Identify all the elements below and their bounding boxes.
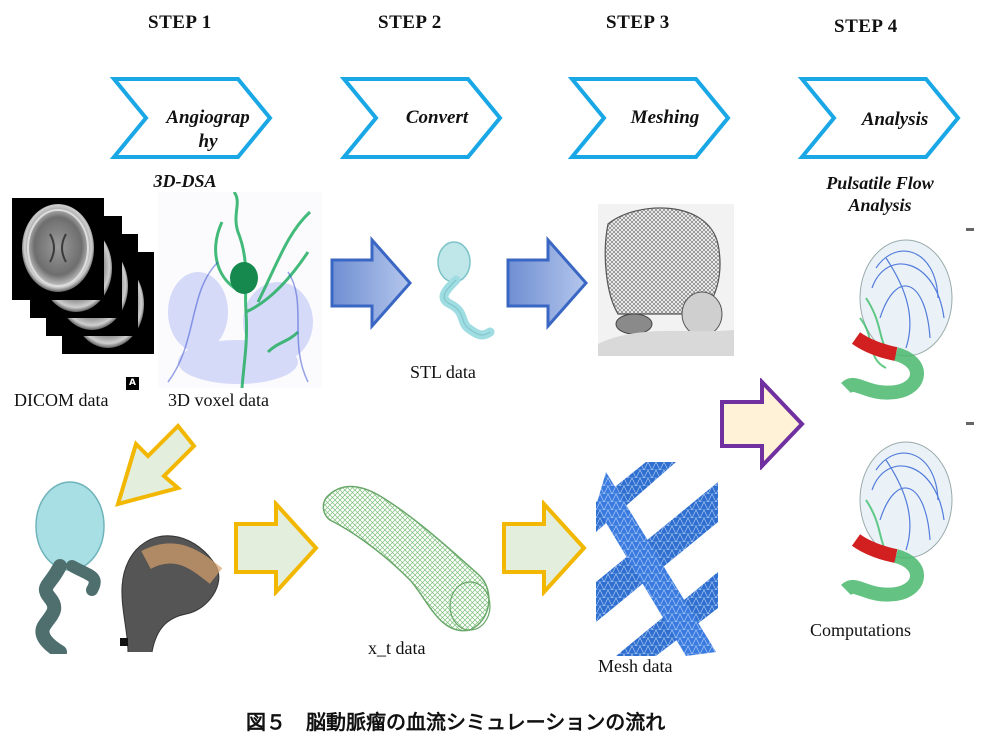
blue-arrow-1	[330, 236, 413, 330]
voxel-3d-image	[158, 192, 322, 388]
xt-wireframe-image	[322, 485, 491, 632]
stl-caption: STL data	[410, 362, 476, 382]
mesh-tube-image	[596, 462, 718, 656]
step4-title: STEP 4	[834, 16, 898, 37]
dicom-badge: A	[126, 377, 139, 390]
computations-caption: Computations	[810, 620, 912, 640]
aneurysm-model-image	[35, 481, 105, 654]
step3-title: STEP 3	[606, 12, 670, 33]
dicom-caption: DICOM data	[14, 390, 109, 410]
yellow-arrow-down	[115, 423, 197, 507]
step2-chevron	[340, 77, 503, 159]
vessel-section-image	[120, 535, 223, 652]
dicom-image-stack	[12, 198, 154, 354]
step1-sub-label: 3D-DSA	[153, 171, 217, 191]
step2-title: STEP 2	[378, 12, 442, 33]
yellow-arrow-1	[234, 500, 319, 596]
step3-chevron	[568, 77, 731, 159]
step1-title: STEP 1	[148, 12, 212, 33]
step4-chevron	[798, 77, 961, 159]
yellow-arrow-2	[502, 500, 587, 596]
blue-arrow-2	[506, 236, 589, 330]
step3-chevron-label: Meshing	[630, 107, 700, 128]
mesh-caption: Mesh data	[598, 656, 673, 676]
step1-chevron	[110, 77, 273, 159]
step4-sub-label: Pulsatile Flow Analysis	[826, 173, 934, 215]
step4-chevron-label: Analysis	[861, 109, 929, 130]
step2-chevron-label: Convert	[405, 107, 469, 128]
stl-model-image	[437, 241, 495, 340]
step1-chevron-label: Angiograp hy	[166, 107, 250, 152]
flow-analysis-image-1	[841, 228, 974, 400]
figure-title: 図５ 脳動脈瘤の血流シミュレーションの流れ	[246, 710, 666, 734]
purple-arrow	[720, 378, 805, 470]
xt-caption: x_t data	[368, 638, 426, 658]
flow-analysis-image-2	[841, 422, 974, 602]
mesh-surface-image	[598, 204, 734, 356]
voxel-caption: 3D voxel data	[168, 390, 269, 410]
